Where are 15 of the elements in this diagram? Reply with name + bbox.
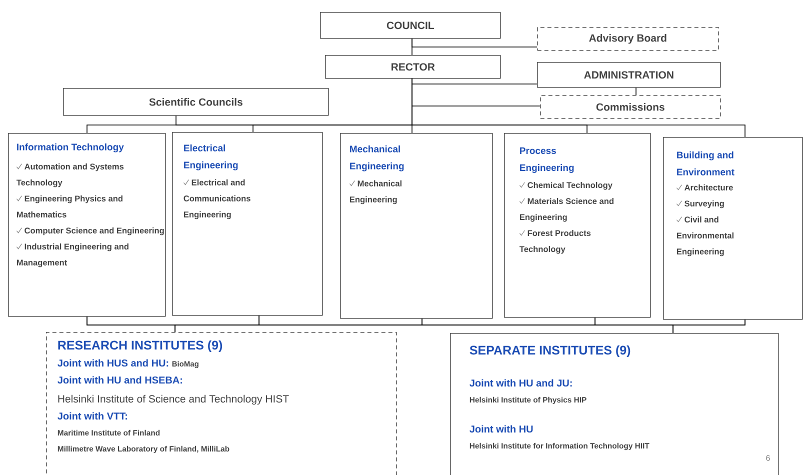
department-box: Process Engineering Chemical Technology Materials Science and Engineering Forest Products Technology [504,133,651,318]
department-box: Electrical Engineering Electrical and Communications Engineering [172,132,323,316]
unit-box: RECTOR [325,55,501,79]
unit-box: Scientific Councils [63,88,329,116]
department-box: Building and Environment Architecture Surveying Civil and Environmental Engineering [663,137,803,320]
department-box: Mechanical Engineering Mechanical Engineering [340,133,493,319]
unit-box: Advisory Board [537,27,719,51]
connector-line [412,78,746,138]
page-number: 6 [766,455,770,461]
unit-box: ADMINISTRATION [537,62,721,88]
unit-box: COUNCIL [320,12,501,39]
department-box: Information Technology Automation and Systems Technology Engineering Physics and Mathematics Computer Science and Engineering Industrial Engineering and Management [8,133,166,317]
unit-box: Commissions [540,95,721,119]
connector-line [672,319,746,334]
connector-line [412,38,538,48]
